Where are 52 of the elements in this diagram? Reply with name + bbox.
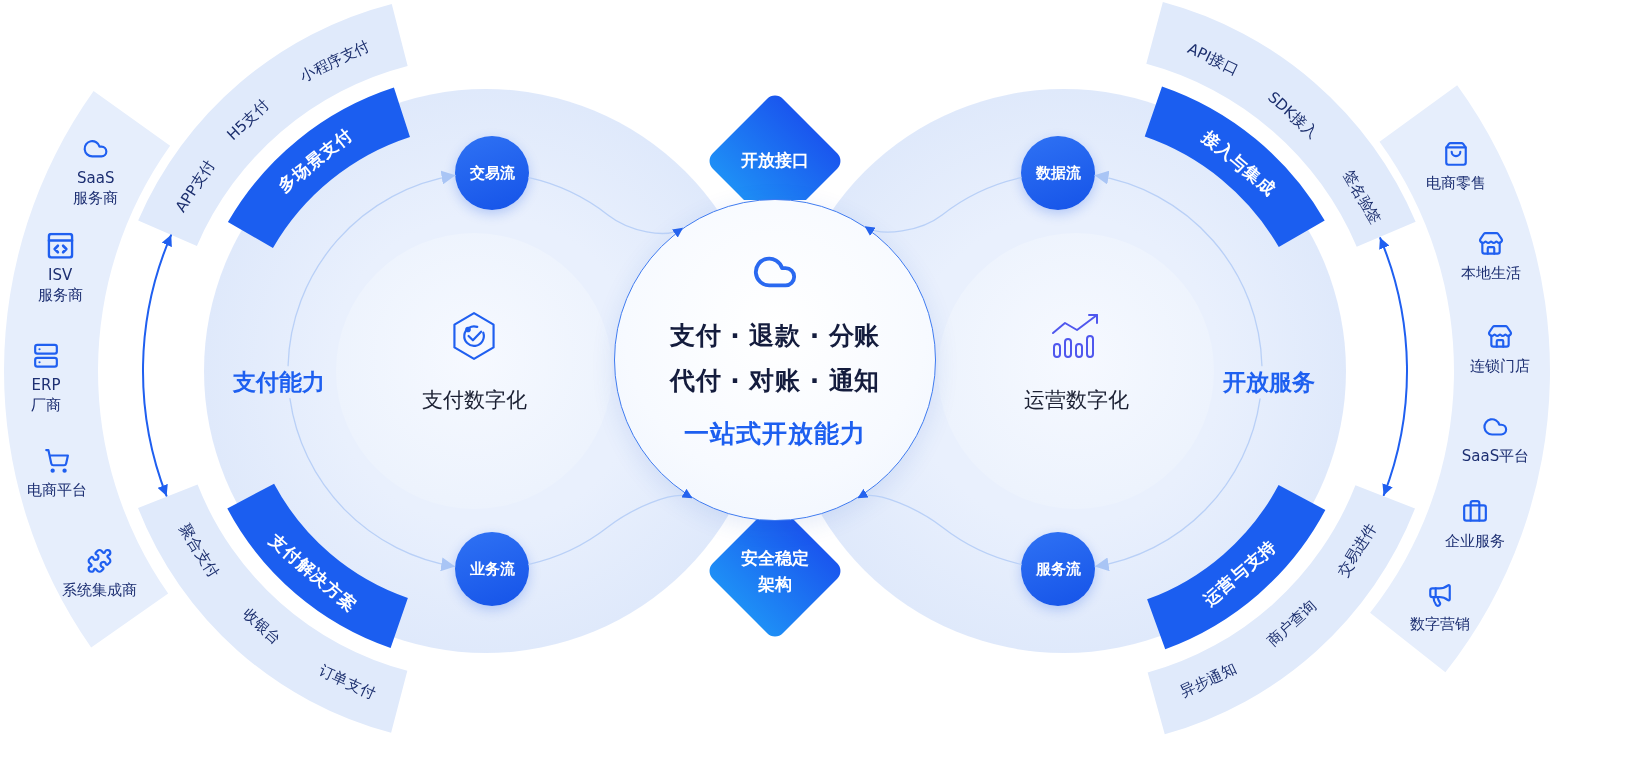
arc-banner xyxy=(1147,485,1326,650)
feature-line: 代付 · 对账 · 通知 xyxy=(670,365,880,396)
disc-title: 运营数字化 xyxy=(1023,388,1129,414)
circle-label: 交易流 xyxy=(469,164,515,182)
double-headed-arrow xyxy=(1378,237,1408,497)
band-label: 签名验签 xyxy=(1338,166,1385,228)
category-label: SaaS平台 xyxy=(1461,446,1530,467)
curved-arrow xyxy=(1094,398,1261,571)
ring-label: 开放服务 xyxy=(1223,368,1315,396)
category-label: ISV 服务商 xyxy=(37,264,83,305)
curved-arrow xyxy=(857,489,1022,565)
category-label: 电商平台 xyxy=(27,479,88,501)
curved-arrow xyxy=(1094,171,1263,367)
circle-label: 服务流 xyxy=(1035,560,1081,578)
banner-label: 多场景支付 xyxy=(273,123,357,196)
arc-band xyxy=(138,3,408,246)
category-label: 系统集成商 xyxy=(61,580,137,601)
arc-band xyxy=(4,91,171,648)
category-label: 连锁门店 xyxy=(1470,355,1531,376)
band-label: H5支付 xyxy=(223,96,273,145)
curved-arrow xyxy=(287,171,456,367)
diamond-label: 安全稳定架构 xyxy=(740,546,810,595)
disc-title: 支付数字化 xyxy=(421,388,527,414)
curved-arrow xyxy=(528,489,693,565)
category-label: ERP 厂商 xyxy=(31,374,62,415)
band-label: 交易进件 xyxy=(1333,519,1381,580)
category-label: SaaS 服务商 xyxy=(73,167,119,209)
tagline: 一站式开放能力 xyxy=(684,418,866,449)
ring-label: 支付能力 xyxy=(233,368,325,396)
arc-banner xyxy=(227,483,408,649)
diamond-label: 开放接口 xyxy=(741,149,809,173)
band-label: 聚合支付 xyxy=(174,520,223,581)
arc-banner xyxy=(1144,86,1325,247)
banner-label: 接入与集成 xyxy=(1197,125,1280,200)
double-headed-arrow xyxy=(142,234,173,497)
circle-label: 业务流 xyxy=(469,560,515,578)
arc-band xyxy=(138,484,408,733)
band-label: 订单支付 xyxy=(315,661,378,703)
arc-banner xyxy=(227,87,410,248)
category-label: 本地生活 xyxy=(1460,262,1521,283)
band-label: 小程序支付 xyxy=(297,36,373,86)
category-label: 电商零售 xyxy=(1426,172,1487,194)
curved-arrow xyxy=(289,398,456,571)
category-label: 企业服务 xyxy=(1445,530,1506,551)
curved-arrow xyxy=(528,177,684,238)
feature-line: 支付 · 退款 · 分账 xyxy=(670,320,880,351)
band-label: 异步通知 xyxy=(1177,659,1240,701)
curved-arrow xyxy=(864,177,1022,236)
circle-label: 数据流 xyxy=(1035,164,1081,182)
category-label: 数字营销 xyxy=(1409,613,1470,634)
band-label: API接口 xyxy=(1184,39,1242,79)
arc-band xyxy=(1146,2,1416,247)
